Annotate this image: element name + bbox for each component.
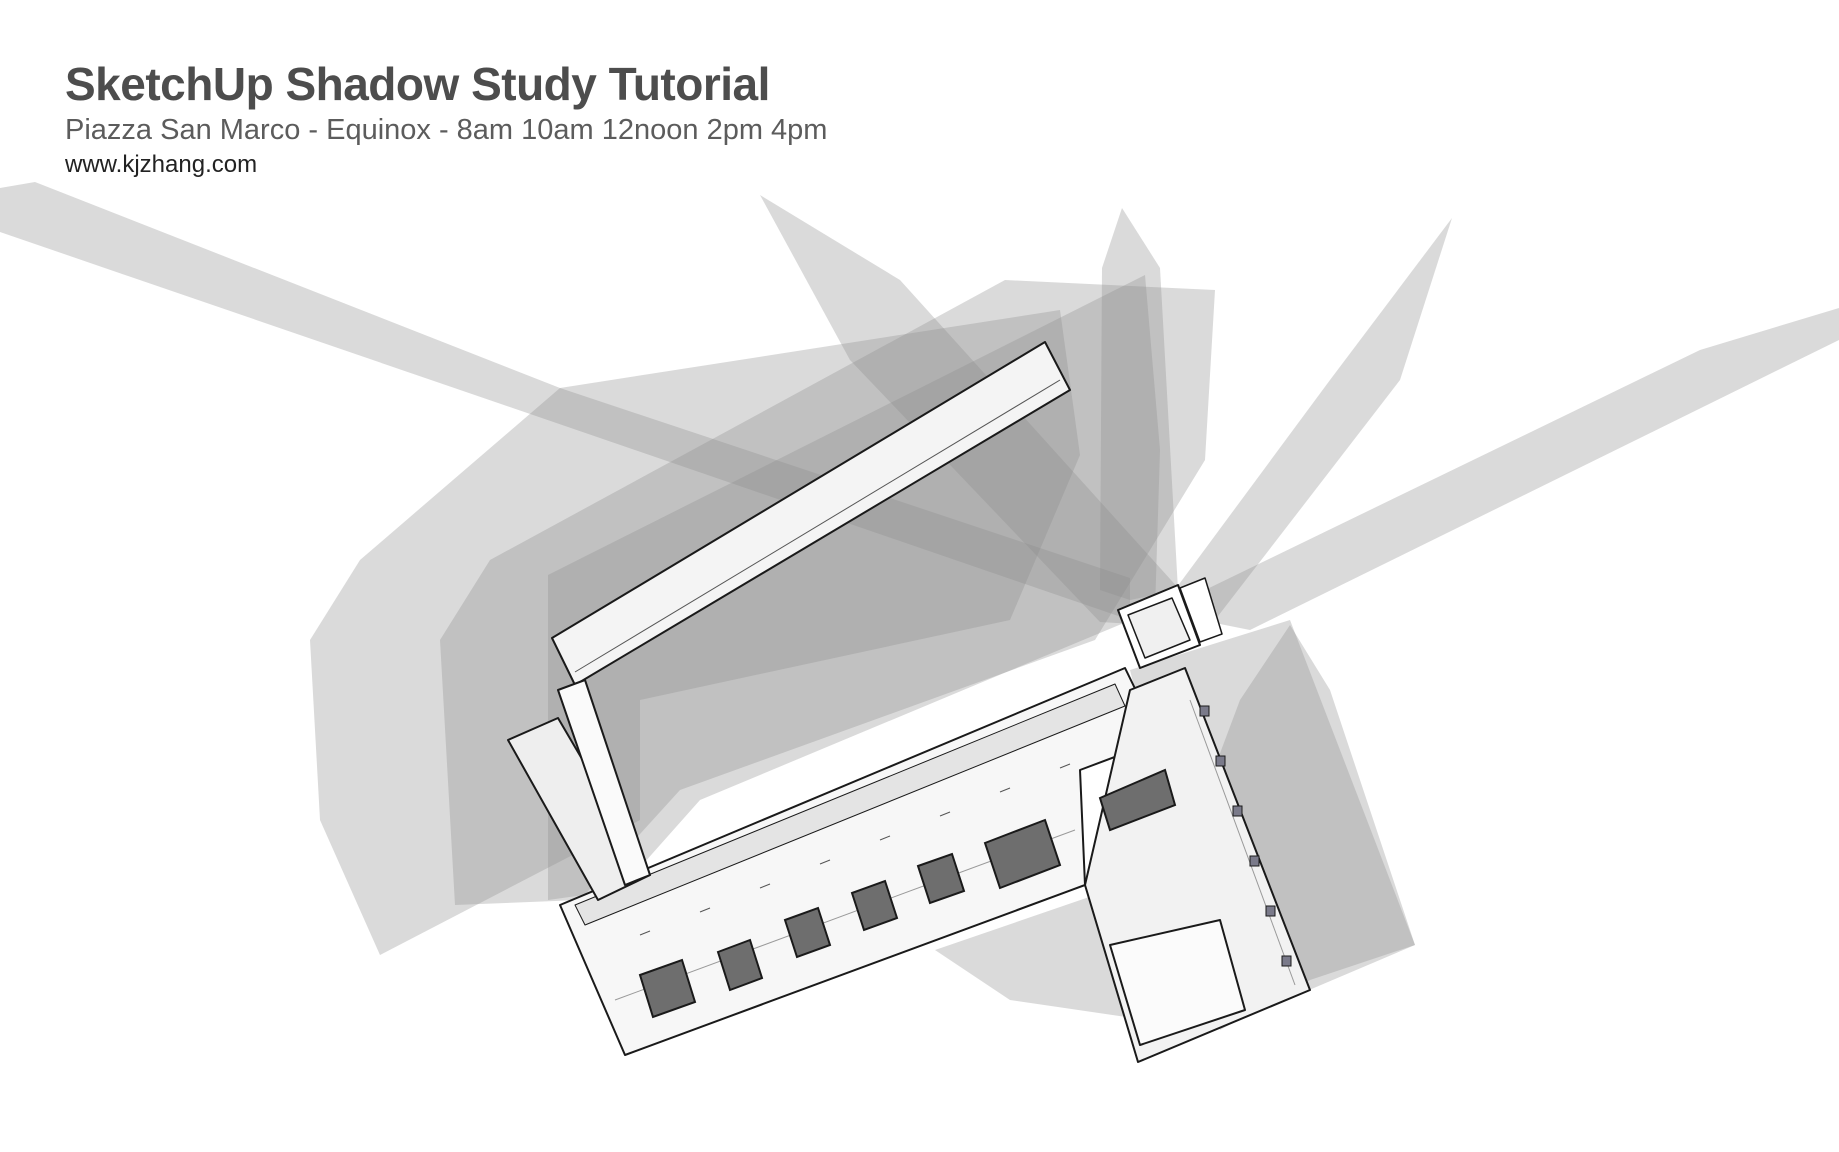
procuratie-nuove [559, 667, 1161, 1056]
window-markers [1199, 705, 1292, 967]
shadow-12noon [548, 208, 1178, 900]
page-title: SketchUp Shadow Study Tutorial [65, 58, 770, 110]
campanile [1117, 577, 1223, 669]
shadow-2pm [935, 218, 1452, 1030]
courtyard-skylights [638, 768, 1177, 1019]
website-url: www.kjzhang.com [65, 151, 258, 178]
header: SketchUp Shadow Study Tutorial Piazza Sa… [65, 58, 827, 180]
ducale-block [1084, 667, 1311, 1063]
buildings [507, 341, 1311, 1063]
page-subtitle: Piazza San Marco - Equinox - 8am 10am 12… [65, 114, 828, 146]
arcade-marks [639, 763, 1071, 936]
procuratie-vecchie [551, 341, 1071, 686]
ala-napoleonica [507, 679, 651, 901]
